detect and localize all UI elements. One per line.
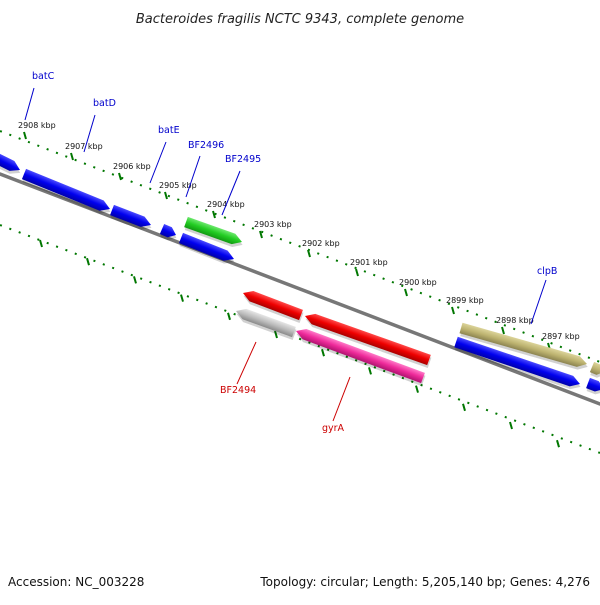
forward-tick-track bbox=[0, 130, 600, 363]
gene-arrow-body bbox=[454, 336, 581, 387]
gene-label-leader bbox=[221, 170, 241, 216]
kbp-tick-label: 2900 kbp bbox=[399, 278, 437, 287]
gene-label-leader bbox=[149, 141, 167, 184]
minor-tick-mark bbox=[86, 257, 90, 266]
gene-arrow[interactable] bbox=[178, 232, 237, 267]
kbp-tick-mark bbox=[501, 326, 505, 335]
gene-arrow[interactable] bbox=[0, 153, 24, 178]
gene-label[interactable]: gyrA bbox=[322, 423, 345, 434]
kbp-tick-mark bbox=[355, 268, 359, 277]
gene-label[interactable]: BF2494 bbox=[220, 385, 256, 396]
minor-tick-mark bbox=[133, 276, 137, 284]
minor-tick-mark bbox=[415, 385, 419, 393]
gene-label-leader bbox=[332, 376, 351, 422]
kbp-tick-label: 2908 kbp bbox=[18, 121, 56, 130]
gene-arrow-body bbox=[184, 216, 243, 245]
kbp-tick-mark bbox=[118, 172, 122, 181]
minor-tick-mark bbox=[227, 312, 231, 321]
minor-tick-mark bbox=[368, 367, 372, 375]
kbp-tick-label: 2906 kbp bbox=[113, 162, 151, 171]
kbp-tick-mark bbox=[404, 288, 408, 297]
gene-arrow[interactable] bbox=[453, 336, 583, 392]
gene-label-leader bbox=[530, 279, 547, 325]
gene-label[interactable]: clpB bbox=[537, 266, 557, 277]
kbp-tick-label: 2897 kbp bbox=[542, 332, 580, 341]
gene-arrow-body bbox=[0, 153, 20, 171]
gene-arrow[interactable] bbox=[293, 326, 426, 387]
gene-arrow[interactable] bbox=[585, 377, 600, 397]
kbp-tick-label: 2899 kbp bbox=[446, 296, 484, 305]
kbp-tick-label: 2902 kbp bbox=[302, 239, 340, 248]
accession-label: Accession: NC_003228 bbox=[8, 575, 144, 589]
minor-tick-mark bbox=[274, 330, 278, 339]
gene-arrow[interactable] bbox=[109, 204, 154, 233]
gene-arrow-body bbox=[589, 361, 600, 375]
gene-arrow[interactable] bbox=[240, 288, 304, 324]
genome-title: Bacteroides fragilis NCTC 9343, complete… bbox=[136, 12, 464, 27]
gene-arrow[interactable] bbox=[233, 306, 297, 341]
gene-arrow[interactable] bbox=[589, 361, 600, 380]
gene-label-leader bbox=[185, 155, 201, 198]
gene-arrow[interactable] bbox=[21, 168, 113, 217]
gene-arrow-body bbox=[459, 322, 588, 367]
gene-arrow-body bbox=[243, 291, 303, 321]
gene-label-leader bbox=[83, 114, 96, 153]
gene-arrow[interactable] bbox=[459, 322, 590, 372]
gene-label[interactable]: BF2495 bbox=[225, 154, 261, 165]
kbp-tick-label: 2898 kbp bbox=[496, 316, 534, 325]
gene-arrow-body bbox=[305, 313, 431, 366]
kbp-tick-mark bbox=[23, 131, 27, 140]
kbp-tick-mark bbox=[164, 191, 168, 200]
gene-arrow-body bbox=[296, 328, 425, 384]
gene-arrow-body bbox=[21, 168, 110, 211]
minor-tick-mark bbox=[180, 294, 184, 302]
minor-tick-mark bbox=[321, 348, 325, 357]
gene-label[interactable]: batC bbox=[32, 71, 55, 82]
reverse-tick-track bbox=[0, 224, 600, 454]
backbone-line bbox=[0, 172, 600, 406]
kbp-tick-label: 2907 kbp bbox=[65, 142, 103, 151]
genome-summary: Topology: circular; Length: 5,205,140 bp… bbox=[259, 575, 590, 589]
kbp-tick-label: 2905 kbp bbox=[159, 181, 197, 190]
gene-arrow-body bbox=[159, 223, 176, 238]
gene-arrow-body bbox=[110, 204, 152, 227]
kbp-tick-label: 2903 kbp bbox=[254, 220, 292, 229]
gene-features bbox=[0, 153, 600, 397]
gene-label-leader bbox=[236, 341, 257, 385]
kbp-tick-mark bbox=[70, 152, 74, 161]
gene-label[interactable]: batD bbox=[93, 98, 116, 109]
gene-arrow[interactable] bbox=[159, 223, 180, 243]
gene-arrow-body bbox=[178, 232, 235, 261]
kbp-tick-label: 2901 kbp bbox=[350, 258, 388, 267]
gene-arrow[interactable] bbox=[302, 311, 432, 369]
kbp-tick-mark bbox=[212, 210, 216, 219]
gene-arrow-body bbox=[236, 308, 296, 338]
minor-tick-mark bbox=[509, 421, 513, 430]
kbp-tick-mark bbox=[259, 230, 263, 239]
kbp-tick-mark bbox=[307, 249, 311, 258]
gene-label[interactable]: batE bbox=[158, 125, 180, 136]
minor-tick-mark bbox=[39, 239, 43, 248]
minor-tick-mark bbox=[462, 403, 466, 412]
gene-label[interactable]: BF2496 bbox=[188, 140, 224, 151]
gene-label-leader bbox=[24, 87, 35, 121]
minor-tick-mark bbox=[556, 439, 560, 448]
kbp-tick-mark bbox=[451, 306, 455, 315]
gene-arrow[interactable] bbox=[183, 216, 245, 250]
